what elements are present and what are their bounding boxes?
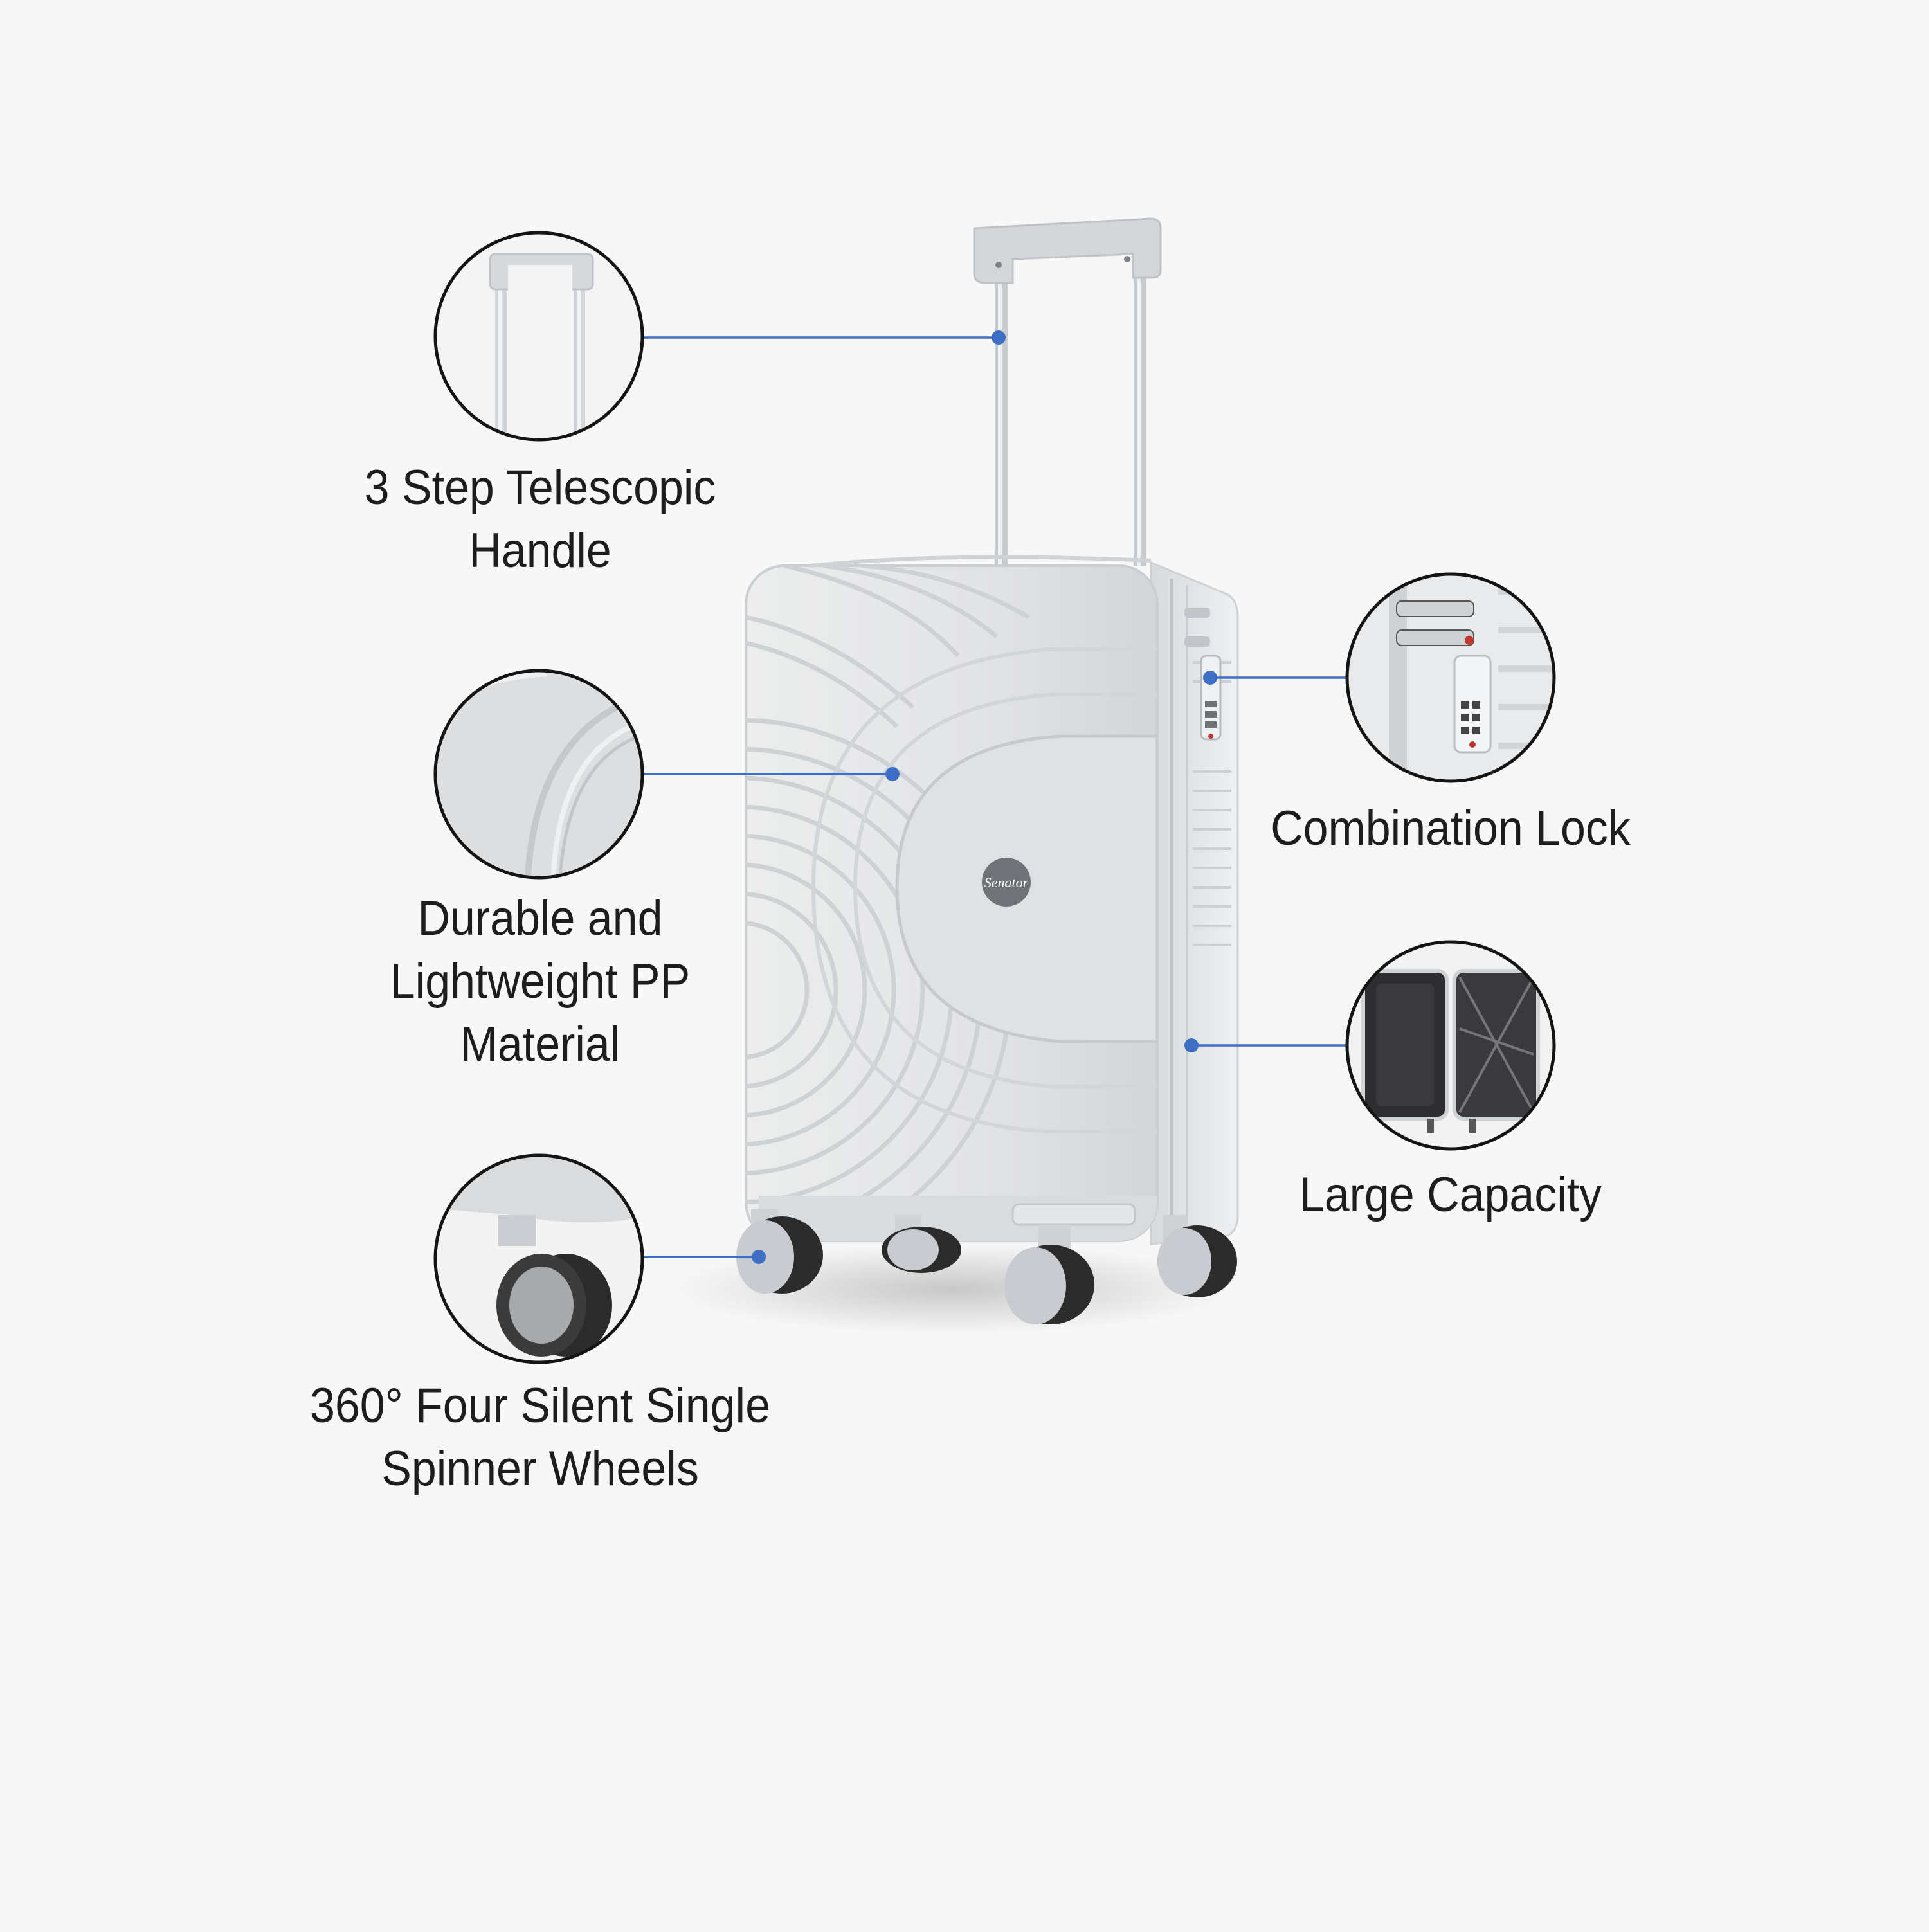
callout-lock — [1203, 671, 1347, 685]
brand-logo: Senator — [982, 858, 1031, 907]
wheel-detail-circle — [433, 1153, 644, 1364]
feature-label-line: 3 Step Telescopic — [364, 460, 716, 515]
feature-label-material: Durable and Lightweight PP Material — [363, 887, 718, 1076]
callout-lines — [643, 330, 1347, 1264]
callout-wheels — [643, 1250, 766, 1264]
capacity-detail-circle — [1345, 940, 1556, 1151]
feature-label-line: Material — [460, 1017, 620, 1072]
feature-label-line: Combination Lock — [1271, 801, 1631, 856]
material-detail-circle — [433, 669, 644, 880]
callout-handle — [643, 330, 1006, 345]
feature-label-line: Large Capacity — [1299, 1168, 1602, 1222]
callout-capacity — [1184, 1038, 1347, 1052]
callout-material — [643, 767, 900, 781]
spinner-wheels-graphic — [736, 1209, 1237, 1324]
feature-label-line: 360° Four Silent Single — [310, 1378, 770, 1433]
feature-label-lock: Combination Lock — [1244, 797, 1658, 860]
handle-detail-circle — [433, 231, 644, 442]
feature-label-line: Lightweight PP — [390, 954, 691, 1009]
feature-label-capacity: Large Capacity — [1244, 1164, 1658, 1227]
feature-label-handle: 3 Step Telescopic Handle — [363, 456, 718, 582]
lock-detail-circle — [1345, 572, 1556, 783]
zipper-pullers — [1184, 608, 1210, 647]
feature-label-line: Spinner Wheels — [381, 1441, 699, 1496]
feature-label-line: Handle — [469, 523, 611, 578]
feature-label-wheels: 360° Four Silent Single Spinner Wheels — [303, 1375, 777, 1501]
brand-logo-text: Senator — [984, 874, 1029, 890]
telescopic-handle-graphic — [973, 217, 1162, 566]
lock-graphic — [1200, 655, 1222, 741]
feature-label-line: Durable and — [417, 891, 663, 946]
suitcase-illustration: Senator — [669, 217, 1239, 1334]
